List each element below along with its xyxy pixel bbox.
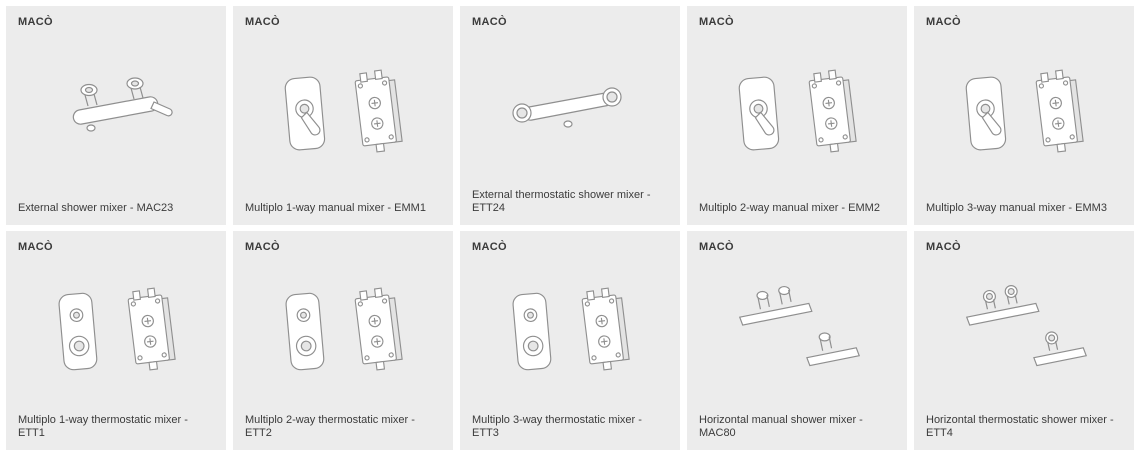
- product-caption: External shower mixer - MAC23: [18, 201, 174, 214]
- product-card[interactable]: MACÒ External shower mixer - MAC23: [6, 6, 226, 225]
- product-card[interactable]: MACÒ Multiplo 2-way manual mixer - EMM2: [687, 6, 907, 225]
- horizontal-thermostatic-mixer-illustration: [926, 253, 1122, 414]
- product-card[interactable]: MACÒ Multiplo 3-way thermostatic mixer -…: [460, 231, 680, 450]
- horizontal-manual-mixer-illustration: [699, 253, 895, 414]
- product-card[interactable]: MACÒ Multiplo 3-way manual mixer - EMM3: [914, 6, 1134, 225]
- product-card[interactable]: MACÒ External thermostatic shower mixer …: [460, 6, 680, 225]
- product-caption: Multiplo 1-way thermostatic mixer - ETT1: [18, 413, 188, 439]
- product-caption: Multiplo 2-way thermostatic mixer - ETT2: [245, 413, 415, 439]
- product-caption: Multiplo 3-way thermostatic mixer - ETT3: [472, 413, 642, 439]
- brand-label: MACÒ: [472, 241, 507, 253]
- brand-label: MACÒ: [926, 16, 961, 28]
- lever-plate-valve-box-illustration: [699, 28, 895, 202]
- product-caption: Multiplo 3-way manual mixer - EMM3: [926, 201, 1107, 214]
- lever-plate-valve-box-illustration: [245, 28, 441, 202]
- external-thermostatic-mixer-illustration: [472, 28, 668, 189]
- brand-label: MACÒ: [245, 16, 280, 28]
- product-caption: External thermostatic shower mixer - ETT…: [472, 188, 651, 214]
- lever-plate-valve-box-illustration: [926, 28, 1122, 202]
- product-card[interactable]: MACÒ Horizontal manual shower mixer - MA…: [687, 231, 907, 450]
- external-shower-mixer-illustration: [18, 28, 214, 202]
- brand-label: MACÒ: [18, 241, 53, 253]
- brand-label: MACÒ: [245, 241, 280, 253]
- brand-label: MACÒ: [926, 241, 961, 253]
- thermostatic-plate-valve-box-illustration: [18, 253, 214, 414]
- product-caption: Horizontal thermostatic shower mixer - E…: [926, 413, 1114, 439]
- thermostatic-plate-valve-box-illustration: [245, 253, 441, 414]
- brand-label: MACÒ: [472, 16, 507, 28]
- thermostatic-plate-valve-box-illustration: [472, 253, 668, 414]
- product-card[interactable]: MACÒ Multiplo 2-way thermostatic mixer -…: [233, 231, 453, 450]
- product-caption: Multiplo 2-way manual mixer - EMM2: [699, 201, 880, 214]
- product-card[interactable]: MACÒ Horizontal thermostatic shower mixe…: [914, 231, 1134, 450]
- product-caption: Multiplo 1-way manual mixer - EMM1: [245, 201, 426, 214]
- product-card[interactable]: MACÒ Multiplo 1-way thermostatic mixer -…: [6, 231, 226, 450]
- brand-label: MACÒ: [699, 241, 734, 253]
- product-card[interactable]: MACÒ Multiplo 1-way manual mixer - EMM1: [233, 6, 453, 225]
- brand-label: MACÒ: [699, 16, 734, 28]
- brand-label: MACÒ: [18, 16, 53, 28]
- product-caption: Horizontal manual shower mixer - MAC80: [699, 413, 863, 439]
